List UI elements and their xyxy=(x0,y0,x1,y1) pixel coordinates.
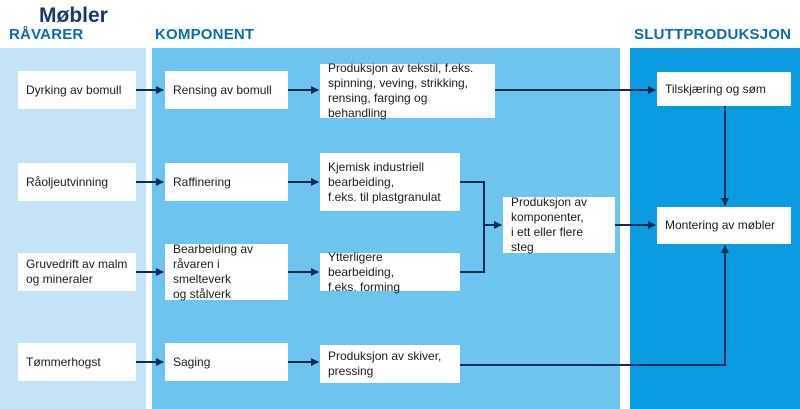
node-produksjon-tekstil: Produksjon av tekstil, f.eks. spinning, … xyxy=(320,61,495,120)
diagram-title: Møbler xyxy=(39,4,108,27)
arrow-skiver-montering xyxy=(460,245,729,366)
node-rensing-bomull: Rensing av bomull xyxy=(165,71,288,109)
arrow-ytterligere-komponenter xyxy=(460,225,485,273)
node-tommerhogst: Tømmerhogst xyxy=(18,343,136,381)
node-gruvedrift: Gruvedrift av malm og mineraler xyxy=(18,253,136,291)
node-raffinering: Raffinering xyxy=(165,163,288,201)
node-produksjon-komponenter: Produksjon av komponenter, i ett eller f… xyxy=(503,195,615,254)
node-bearbeiding: Bearbeiding av råvaren i smelteverk og s… xyxy=(165,242,288,301)
node-raaoljeutvinning: Råoljeutvinning xyxy=(18,163,136,201)
node-dyrking-bomull: Dyrking av bomull xyxy=(18,71,136,109)
node-ytterligere-bearbeiding: Ytterligere bearbeiding, f.eks. forming xyxy=(320,250,460,294)
node-saging: Saging xyxy=(165,343,288,381)
node-produksjon-skiver: Produksjon av skiver, pressing xyxy=(320,345,460,383)
arrow-kjemisk-komponenter xyxy=(460,181,502,229)
node-montering-mobler: Montering av møbler xyxy=(657,207,791,244)
column-label-raw: RÅVARER xyxy=(9,26,84,43)
node-kjemisk-bearbeiding: Kjemisk industriell bearbeiding, f.eks. … xyxy=(320,153,460,211)
column-label-final: SLUTTPRODUKSJON xyxy=(634,26,792,43)
column-label-component: KOMPONENT xyxy=(155,26,255,43)
node-tilskjaering-som: Tilskjæring og søm xyxy=(657,72,791,106)
